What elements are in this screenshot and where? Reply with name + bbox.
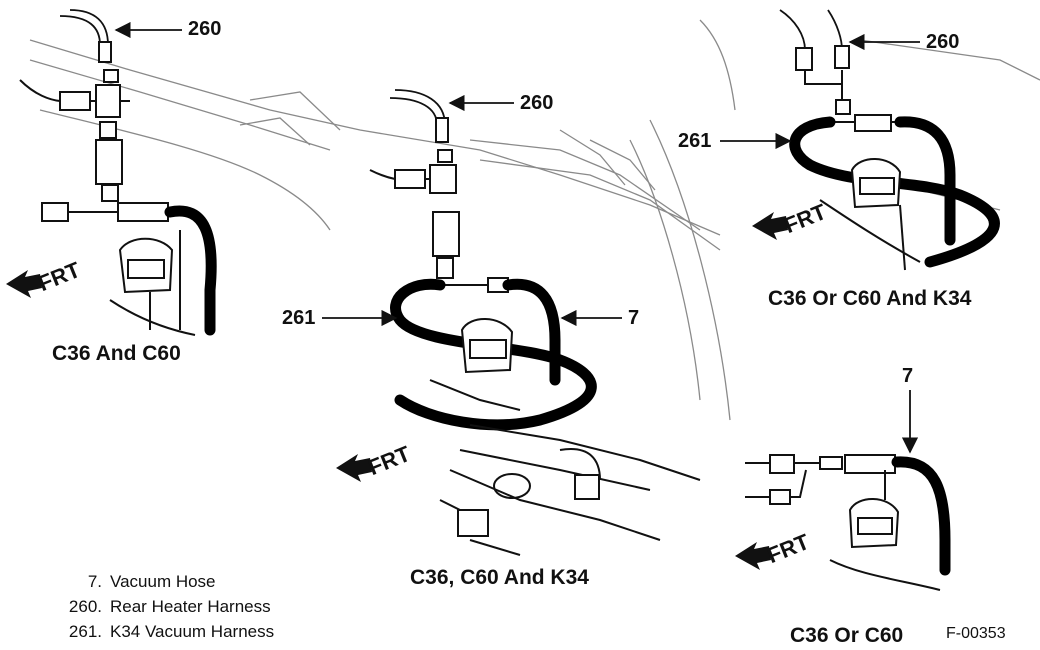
- callout-7-bottom-right: 7: [902, 365, 914, 387]
- body-outline-lines: [29, 19, 1040, 421]
- frt-arrow-top-left: [6, 270, 42, 298]
- legend-item-260: 260. Rear Heater Harness: [52, 597, 271, 617]
- callout-261-top-right: 261: [678, 130, 712, 152]
- frt-arrow-shapes: [6, 212, 788, 570]
- frt-arrow-top-right: [752, 212, 788, 240]
- frt-arrow-bottom-right: [735, 542, 771, 570]
- caption-center: C36, C60 And K34: [410, 566, 589, 589]
- legend-number: 260.: [68, 597, 102, 616]
- callout-260-top-left: 260: [188, 18, 222, 40]
- legend-item-261: 261. K34 Vacuum Harness: [52, 622, 274, 642]
- callout-arrows: [114, 21, 920, 454]
- callout-261-center: 261: [282, 307, 316, 329]
- callout-260-center: 260: [520, 92, 554, 114]
- callout-7-center: 7: [628, 307, 640, 329]
- panel-top-right: [779, 9, 1000, 271]
- legend-text: Vacuum Hose: [110, 572, 216, 591]
- caption-bottom-right: C36 Or C60: [790, 624, 904, 647]
- legend-number: 261.: [68, 622, 102, 641]
- callout-260-top-right: 260: [926, 31, 960, 53]
- legend-item-7: 7. Vacuum Hose: [52, 572, 216, 592]
- caption-top-right: C36 Or C60 And K34: [768, 287, 972, 310]
- panel-top-left: [19, 9, 217, 336]
- legend-text: K34 Vacuum Harness: [110, 622, 275, 641]
- panel-center: [369, 89, 701, 556]
- panel-bottom-right: [745, 454, 951, 591]
- frt-arrow-center: [336, 454, 372, 482]
- caption-top-left: C36 And C60: [52, 342, 181, 365]
- legend-number: 7.: [87, 572, 102, 591]
- figure-id: F-00353: [946, 625, 1006, 642]
- legend-text: Rear Heater Harness: [110, 597, 271, 616]
